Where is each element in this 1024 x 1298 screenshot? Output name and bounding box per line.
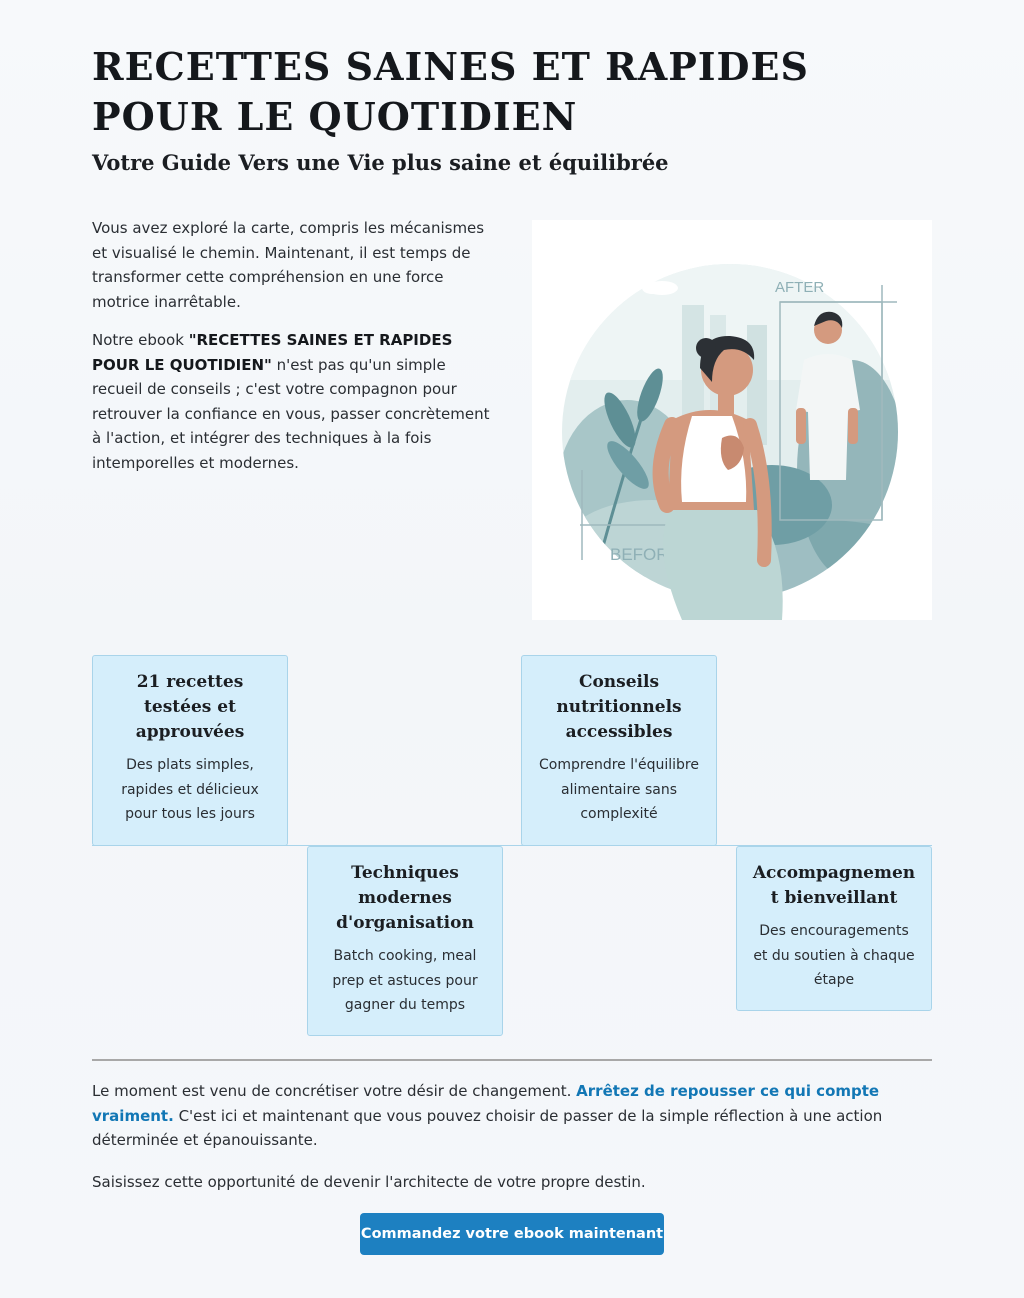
before-person [652, 335, 783, 620]
intro-p2-prefix: Notre ebook [92, 331, 189, 349]
page-title: RECETTES SAINES ET RAPIDES POUR LE QUOTI… [92, 44, 809, 139]
intro-paragraph-2: Notre ebook "RECETTES SAINES ET RAPIDES … [92, 328, 500, 475]
illustration-graphic: AFTER BEFORE [562, 264, 898, 620]
feature-card-techniques: Techniques modernes d'organisation Batch… [307, 846, 503, 1036]
feature-card-text: Comprendre l'équilibre alimentaire sans … [539, 757, 699, 822]
feature-card-title: Techniques modernes d'organisation [336, 863, 474, 933]
feature-card-title: Conseils nutritionnels accessibles [556, 672, 682, 742]
feature-card-text: Des plats simples, rapides et délicieux … [121, 757, 259, 822]
page-subtitle: Votre Guide Vers une Vie plus saine et é… [92, 150, 669, 175]
before-after-illustration: AFTER BEFORE [532, 220, 932, 620]
intro-paragraph-1: Vous avez exploré la carte, compris les … [92, 219, 485, 311]
outro-paragraph-2: Saisissez cette opportunité de devenir l… [92, 1172, 646, 1191]
outro-p1-suffix: C'est ici et maintenant que vous pouvez … [92, 1106, 883, 1150]
after-label: AFTER [775, 279, 824, 296]
after-person [796, 311, 860, 480]
feature-card-recettes: 21 recettes testées et approuvées Des pl… [92, 655, 288, 846]
order-ebook-button[interactable]: Commandez votre ebook maintenant [360, 1213, 664, 1255]
outro-paragraph-1: Le moment est venu de concrétiser votre … [92, 1079, 932, 1153]
intro-ebook-title: "RECETTES SAINES ET RAPIDES POUR LE QUOT… [92, 331, 453, 374]
outro-p1-prefix: Le moment est venu de concrétiser votre … [92, 1082, 577, 1100]
features-section: 21 recettes testées et approuvées Des pl… [92, 655, 932, 1040]
outro-highlight: Arrêtez de repousser ce qui compte vraim… [92, 1082, 880, 1125]
outro-section: Le moment est venu de concrétiser votre … [92, 1079, 932, 1211]
section-divider [92, 1059, 932, 1061]
feature-card-text: Batch cooking, meal prep et astuces pour… [332, 948, 478, 1013]
feature-card-title: 21 recettes testées et approuvées [135, 672, 245, 742]
feature-card-conseils: Conseils nutritionnels accessibles Compr… [521, 655, 717, 846]
intro-section: Vous avez exploré la carte, compris les … [92, 216, 500, 489]
before-label: BEFORE [610, 545, 680, 564]
intro-p2-suffix: n'est pas qu'un simple recueil de consei… [92, 355, 490, 472]
feature-card-title: Accompagnement bienveillant [752, 863, 916, 908]
features-baseline [92, 845, 932, 846]
feature-card-accompagnement: Accompagnement bienveillant Des encourag… [736, 846, 932, 1011]
feature-card-text: Des encouragements et du soutien à chaqu… [753, 923, 915, 988]
